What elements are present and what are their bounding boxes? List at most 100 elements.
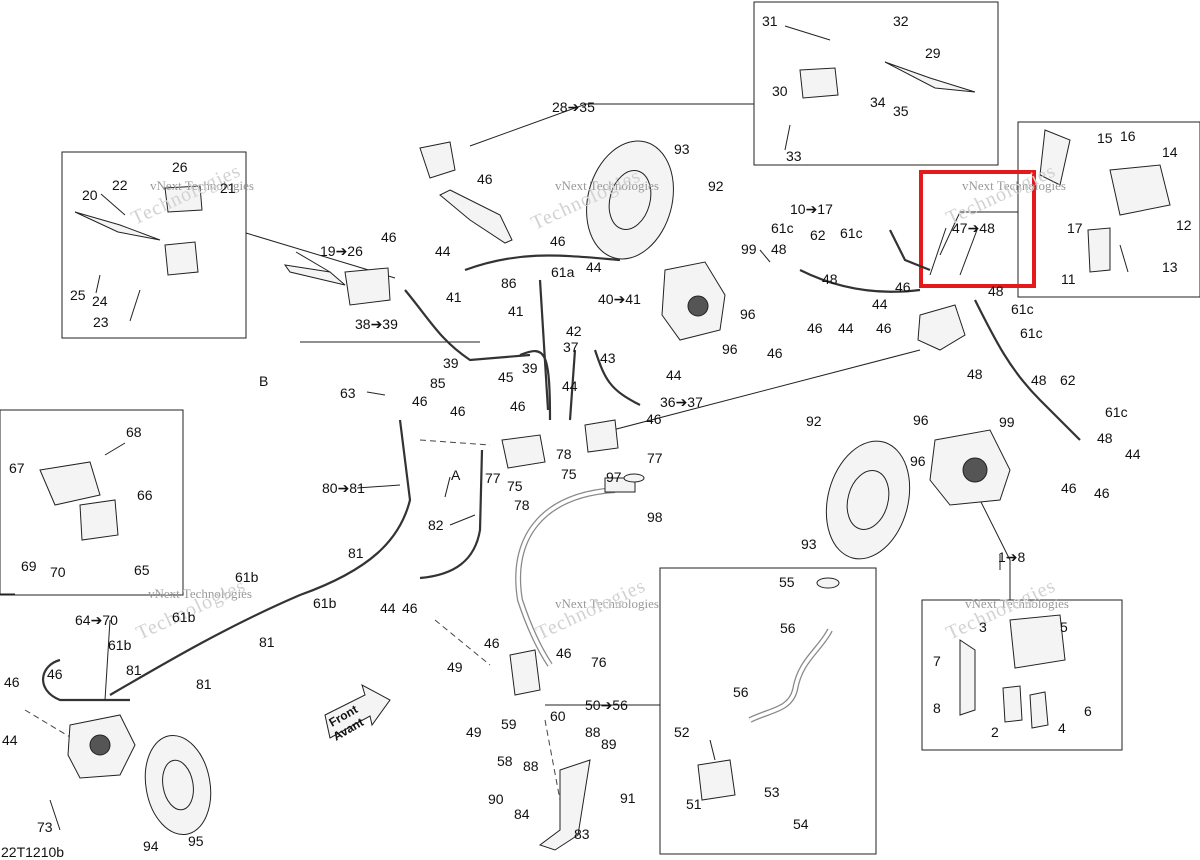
callout-55: 55 bbox=[779, 574, 795, 590]
callout-46: 46 bbox=[646, 411, 662, 427]
figure-code: 22T1210b bbox=[1, 844, 64, 860]
callout-48: 48 bbox=[988, 283, 1004, 299]
callout-46: 46 bbox=[381, 229, 397, 245]
dashed-connector bbox=[434, 619, 491, 666]
callout-53: 53 bbox=[764, 784, 780, 800]
front-master-cylinder-left bbox=[283, 264, 391, 306]
callout-17: 17 bbox=[1067, 220, 1083, 236]
callout-75: 75 bbox=[561, 466, 577, 482]
callout-34: 34 bbox=[870, 94, 886, 110]
callout-14: 14 bbox=[1162, 144, 1178, 160]
callout-44: 44 bbox=[562, 378, 578, 394]
callout-77: 77 bbox=[485, 470, 501, 486]
callout-99: 99 bbox=[999, 414, 1015, 430]
callout-23: 23 bbox=[93, 314, 109, 330]
callout-38-39: 38➔39 bbox=[355, 316, 398, 332]
callout-7: 7 bbox=[933, 653, 941, 669]
callout-92: 92 bbox=[708, 178, 724, 194]
callout-46: 46 bbox=[450, 403, 466, 419]
callout-66: 66 bbox=[137, 487, 153, 503]
callout-51: 51 bbox=[686, 796, 702, 812]
callout-61c: 61c bbox=[1011, 301, 1034, 317]
leader-line bbox=[604, 349, 921, 433]
callout-44: 44 bbox=[872, 296, 888, 312]
distribution-blocks bbox=[501, 419, 619, 469]
callout-62: 62 bbox=[1060, 372, 1076, 388]
callout-46: 46 bbox=[402, 600, 418, 616]
callout-3: 3 bbox=[979, 619, 987, 635]
callout-13: 13 bbox=[1162, 259, 1178, 275]
callout-46: 46 bbox=[550, 233, 566, 249]
callout-2: 2 bbox=[991, 724, 999, 740]
callout-68: 68 bbox=[126, 424, 142, 440]
callout-41: 41 bbox=[446, 289, 462, 305]
callout-61c: 61c bbox=[840, 225, 863, 241]
caliper-left-bottom bbox=[67, 714, 136, 779]
callout-39: 39 bbox=[522, 360, 538, 376]
callout-96: 96 bbox=[910, 453, 926, 469]
callout-21: 21 bbox=[220, 180, 236, 196]
svg-text:vNext Technologies: vNext Technologies bbox=[555, 178, 659, 193]
callout-40-41: 40➔41 bbox=[598, 291, 641, 307]
callout-46: 46 bbox=[1061, 480, 1077, 496]
callout-49: 49 bbox=[466, 724, 482, 740]
callout-81: 81 bbox=[348, 545, 364, 561]
callout-37: 37 bbox=[563, 339, 579, 355]
callout-46: 46 bbox=[895, 279, 911, 295]
callout-97: 97 bbox=[606, 469, 622, 485]
callout-92: 92 bbox=[806, 413, 822, 429]
callout-64-70: 64➔70 bbox=[75, 612, 118, 628]
abs-module-top-right bbox=[917, 304, 966, 351]
inset-box-left-caliper bbox=[0, 409, 184, 596]
inset-parts bbox=[39, 61, 1171, 801]
callout-48: 48 bbox=[967, 366, 983, 382]
svg-text:vNext Technologies: vNext Technologies bbox=[555, 596, 659, 611]
highlight-box bbox=[919, 170, 1036, 288]
callout-48: 48 bbox=[1097, 430, 1113, 446]
callout-A: A bbox=[451, 467, 461, 483]
svg-text:vNext Technologies: vNext Technologies bbox=[962, 178, 1066, 193]
callout-44: 44 bbox=[666, 367, 682, 383]
callout-35: 35 bbox=[893, 103, 909, 119]
callout-60: 60 bbox=[550, 708, 566, 724]
callout-99: 99 bbox=[741, 241, 757, 257]
callout-54: 54 bbox=[793, 816, 809, 832]
callout-78: 78 bbox=[514, 497, 530, 513]
callout-62: 62 bbox=[810, 227, 826, 243]
callout-43: 43 bbox=[600, 350, 616, 366]
brake-disc-top bbox=[586, 140, 674, 260]
callout-88: 88 bbox=[585, 724, 601, 740]
callout-61c: 61c bbox=[1105, 404, 1128, 420]
callout-31: 31 bbox=[762, 13, 778, 29]
callout-8: 8 bbox=[933, 700, 941, 716]
callout-49: 49 bbox=[447, 659, 463, 675]
callout-80-81: 80➔81 bbox=[322, 480, 365, 496]
callout-47-48: 47➔48 bbox=[952, 220, 995, 236]
callout-33: 33 bbox=[786, 148, 802, 164]
callout-20: 20 bbox=[82, 187, 98, 203]
dashed-connector bbox=[419, 439, 491, 446]
callout-59: 59 bbox=[501, 716, 517, 732]
inset-box-right-caliper-top bbox=[1017, 121, 1200, 298]
callout-26: 26 bbox=[172, 159, 188, 175]
callout-95: 95 bbox=[188, 833, 204, 849]
callout-24: 24 bbox=[92, 293, 108, 309]
leader-line bbox=[979, 499, 1011, 600]
callout-11: 11 bbox=[1061, 271, 1076, 287]
callout-48: 48 bbox=[1031, 372, 1047, 388]
callout-94: 94 bbox=[143, 838, 159, 854]
callout-63: 63 bbox=[340, 385, 356, 401]
callout-32: 32 bbox=[893, 13, 909, 29]
callout-82: 82 bbox=[428, 517, 444, 533]
callout-69: 69 bbox=[21, 558, 37, 574]
callout-73: 73 bbox=[37, 819, 53, 835]
callout-48: 48 bbox=[822, 271, 838, 287]
callout-15: 15 bbox=[1097, 130, 1113, 146]
svg-text:vNext Technologies: vNext Technologies bbox=[148, 586, 252, 601]
callout-84: 84 bbox=[514, 806, 530, 822]
callout-96: 96 bbox=[722, 341, 738, 357]
callout-48: 48 bbox=[771, 241, 787, 257]
front-master-cylinder-center bbox=[419, 141, 513, 244]
inset-box-left-master-cylinder bbox=[61, 151, 247, 339]
